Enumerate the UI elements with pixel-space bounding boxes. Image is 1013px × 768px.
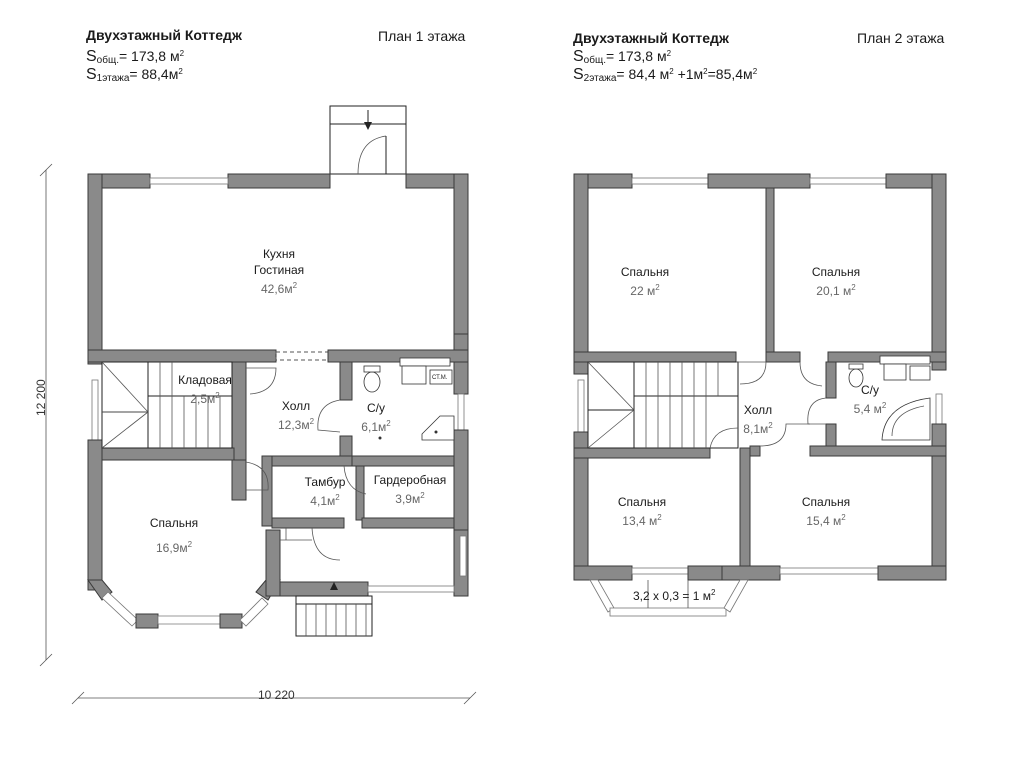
plan2-outer-walls (573, 173, 947, 617)
plan1-floor-label: План 1 этажа (378, 28, 466, 44)
room-bedroom-4: Спальня 13,4 м2 (617, 495, 667, 528)
room-bedroom-1: Спальня 16,9м2 (149, 516, 199, 555)
fixture-label: СТ.М. (432, 375, 448, 381)
room-vestibule: Тамбур 4,1м2 (304, 475, 346, 508)
plan1-dimension-vertical-label: 12 200 (34, 379, 48, 416)
room-kitchen-living: Кухня Гостиная 42,6м2 (253, 247, 305, 296)
plan2-total-area: Sобщ.= 173,8 м2 (573, 48, 672, 66)
plan1-title: Двухэтажный Коттедж (86, 27, 242, 43)
plan2-bath-fixtures (848, 355, 931, 441)
plan1-drawing (39, 105, 477, 705)
balcony-label: 3,2 х 0,3 = 1 м2 (633, 588, 716, 603)
plan1-stairs (101, 361, 233, 449)
room-bedroom-5: Спальня 15,4 м2 (801, 495, 851, 528)
room-hall-2: Холл 8,1м2 (743, 403, 773, 436)
room-pantry: Кладовая 2,5м2 (178, 373, 232, 406)
plan1-porch-top (329, 105, 407, 175)
room-hall-1: Холл 12,3м2 (277, 399, 315, 432)
plan1-dimension-vertical (39, 163, 53, 667)
room-bathroom-2: С/у 5,4 м2 (853, 383, 887, 416)
plan1-floor-area: S1этажа= 88,4м2 (86, 66, 183, 84)
plan1-bath-fixtures (363, 357, 455, 441)
plan1-total-area: Sобщ.= 173,8 м2 (86, 48, 185, 66)
plan2-drawing (573, 173, 947, 617)
plan2-floor-label: План 2 этажа (857, 30, 945, 46)
plan1-outer-walls (87, 173, 469, 629)
plan1-dimension-horizontal (71, 691, 477, 705)
plan2-doors (709, 361, 827, 449)
room-bedroom-3: Спальня 20,1 м2 (811, 265, 861, 298)
room-bedroom-2: Спальня 22 м2 (620, 265, 670, 298)
plan2-title: Двухэтажный Коттедж (573, 30, 729, 46)
plan1-doors (245, 367, 367, 561)
plan1-dimension-horizontal-label: 10 220 (258, 688, 295, 702)
plan2-stairs (587, 361, 739, 449)
plan2-floor-area: S2этажа= 84,4 м2 +1м2=85,4м2 (573, 66, 758, 84)
room-wardrobe: Гардеробная 3,9м2 (373, 473, 447, 506)
plan1-entrance-steps (295, 582, 373, 637)
room-bathroom-1: С/у 6,1м2 (361, 401, 391, 434)
